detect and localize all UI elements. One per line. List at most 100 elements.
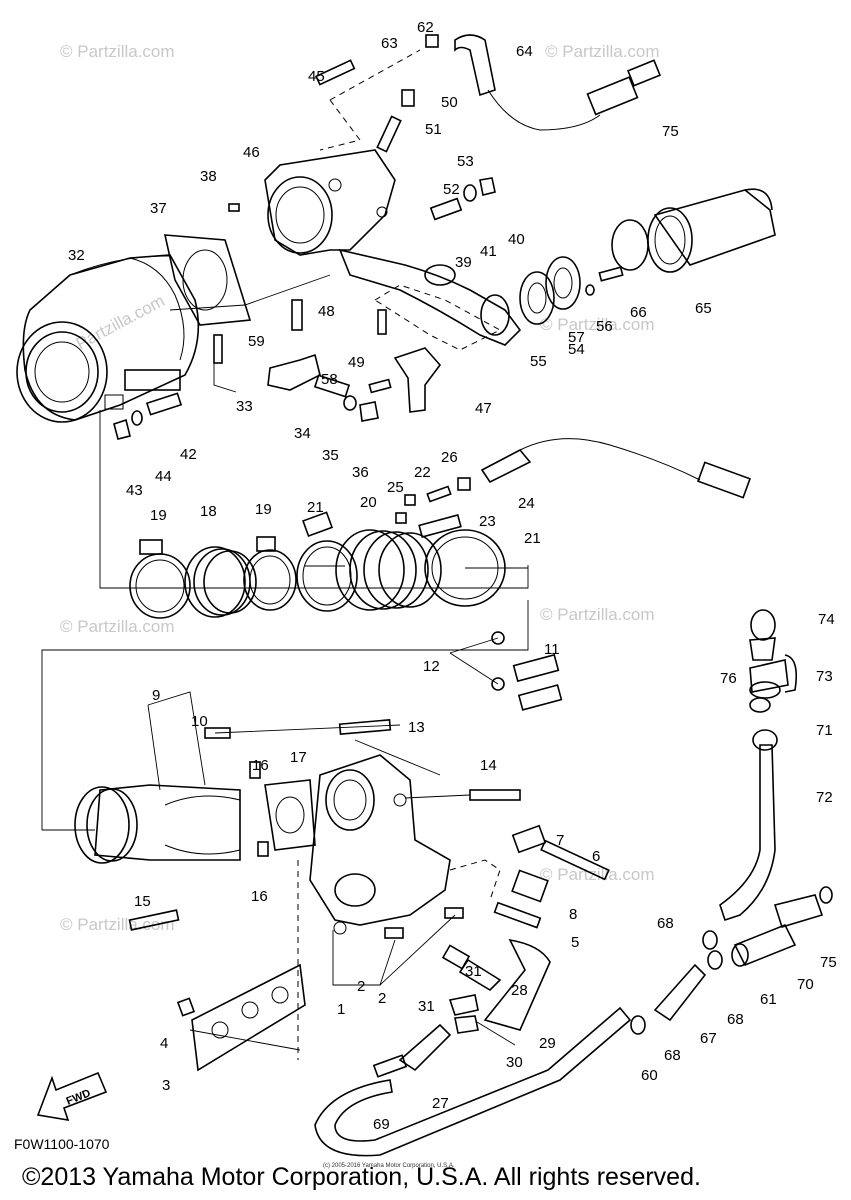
callout-number: 70 xyxy=(797,976,814,993)
callout-number: 16 xyxy=(251,888,268,905)
fwd-arrow-icon: FWD xyxy=(36,1071,108,1122)
watermark-text: © Partzilla.com xyxy=(545,42,660,61)
callout-number: 10 xyxy=(191,713,208,730)
callout-number: 76 xyxy=(720,670,737,687)
callout-number: 72 xyxy=(816,789,833,806)
copyright-notice: ©2013 Yamaha Motor Corporation, U.S.A. A… xyxy=(22,1163,701,1191)
callout-number: 3 xyxy=(162,1077,170,1094)
small-copyright: (c) 2005-2016 Yamaha Motor Corporation, … xyxy=(323,1163,455,1169)
callout-number: 75 xyxy=(820,954,837,971)
callout-number: 68 xyxy=(664,1047,681,1064)
callout-number: 43 xyxy=(126,482,143,499)
callout-number: 12 xyxy=(423,658,440,675)
callout-number: 64 xyxy=(516,43,533,60)
callout-number: 45 xyxy=(308,68,325,85)
callout-number: 75 xyxy=(662,123,679,140)
callout-number: 58 xyxy=(321,371,338,388)
callout-number: 36 xyxy=(352,464,369,481)
callout-number: 60 xyxy=(641,1067,658,1084)
callout-number: 23 xyxy=(479,513,496,530)
callout-number: 14 xyxy=(480,757,497,774)
callout-number: 73 xyxy=(816,668,833,685)
callout-number: 21 xyxy=(524,530,541,547)
callout-number: 68 xyxy=(727,1011,744,1028)
callout-number: 31 xyxy=(418,998,435,1015)
callout-number: 32 xyxy=(68,247,85,264)
callout-number: 38 xyxy=(200,168,217,185)
muffler-assembly-top xyxy=(16,34,776,589)
callout-number: 55 xyxy=(530,353,547,370)
watermark-text: © Partzilla.com xyxy=(60,42,175,61)
callout-number: 13 xyxy=(408,719,425,736)
watermark-text: © Partzilla.com xyxy=(540,605,655,624)
callout-number: 9 xyxy=(152,687,160,704)
callout-number: 2 xyxy=(357,978,365,995)
callout-number: 66 xyxy=(630,304,647,321)
callout-number: 16 xyxy=(252,757,269,774)
watermark-text: © Partzilla.com xyxy=(540,315,655,334)
callout-number: 28 xyxy=(511,982,528,999)
callout-number: 19 xyxy=(255,501,272,518)
callout-number: 15 xyxy=(134,893,151,910)
callout-number: 62 xyxy=(417,19,434,36)
callout-number: 19 xyxy=(150,507,167,524)
callout-number: 59 xyxy=(248,333,265,350)
callout-number: 34 xyxy=(294,425,311,442)
callout-number: 42 xyxy=(180,446,197,463)
callout-number: 44 xyxy=(155,468,172,485)
callout-number: 35 xyxy=(322,447,339,464)
callout-number: 25 xyxy=(387,479,404,496)
callout-number: 56 xyxy=(596,318,613,335)
hose-clamp-row xyxy=(129,438,751,619)
callout-number: 74 xyxy=(818,611,835,628)
callout-number: 46 xyxy=(243,144,260,161)
callout-number: 47 xyxy=(475,400,492,417)
callout-number: 48 xyxy=(318,303,335,320)
watermark-text: © Partzilla.com xyxy=(540,865,655,884)
callout-number: 17 xyxy=(290,749,307,766)
watermark-text: © Partzilla.com xyxy=(60,617,175,636)
callout-number: 68 xyxy=(657,915,674,932)
callout-number: 6 xyxy=(592,848,600,865)
callout-number: 24 xyxy=(518,495,535,512)
callout-number: 18 xyxy=(200,503,217,520)
callout-number: 8 xyxy=(569,906,577,923)
manifold-assembly-lower xyxy=(41,600,833,1157)
callout-number: 39 xyxy=(455,254,472,271)
callout-number: 1 xyxy=(337,1001,345,1018)
callout-number: 63 xyxy=(381,35,398,52)
callout-number: 57 xyxy=(568,329,585,346)
callout-number: 31 xyxy=(465,963,482,980)
callout-number: 69 xyxy=(373,1116,390,1133)
diagram-code: F0W1100-1070 xyxy=(14,1136,110,1152)
callout-number: 41 xyxy=(480,243,497,260)
callout-number: 52 xyxy=(443,181,460,198)
callout-number: 53 xyxy=(457,153,474,170)
callout-number: 26 xyxy=(441,449,458,466)
callout-number: 49 xyxy=(348,354,365,371)
callout-number: 2 xyxy=(378,990,386,1007)
callout-number: 40 xyxy=(508,231,525,248)
callout-number: 21 xyxy=(307,499,324,516)
callout-number: 30 xyxy=(506,1054,523,1071)
callout-number: 29 xyxy=(539,1035,556,1052)
callout-number: 67 xyxy=(700,1030,717,1047)
callout-number: 22 xyxy=(414,464,431,481)
callout-number: 37 xyxy=(150,200,167,217)
callout-number: 54 xyxy=(568,341,585,358)
callout-number: 11 xyxy=(544,641,560,658)
callout-number: 51 xyxy=(425,121,442,138)
callout-number: 5 xyxy=(571,934,579,951)
callout-number: 7 xyxy=(556,832,564,849)
callout-number: 50 xyxy=(441,94,458,111)
callout-number: 27 xyxy=(432,1095,449,1112)
callout-number: 4 xyxy=(160,1035,168,1052)
watermark-text: © Partzilla.com xyxy=(60,915,175,934)
callout-number: 61 xyxy=(760,991,777,1008)
callout-number: 20 xyxy=(360,494,377,511)
callout-number: 65 xyxy=(695,300,712,317)
callout-number: 71 xyxy=(816,722,833,739)
watermark-layer: © Partzilla.com © Partzilla.com © Partzi… xyxy=(60,42,660,934)
